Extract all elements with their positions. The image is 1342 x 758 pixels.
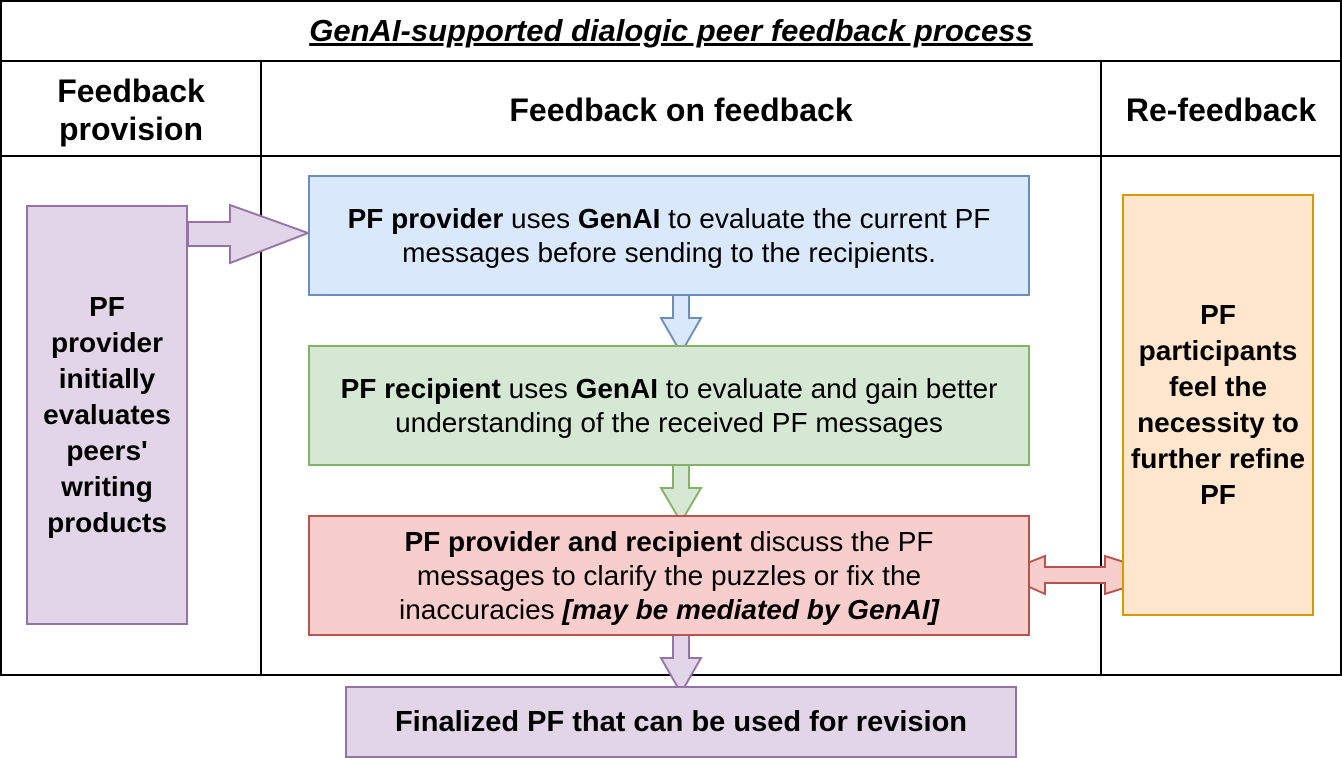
arrow-provider-to-recipient [659, 294, 703, 356]
column-divider-2 [1100, 60, 1102, 676]
recipient-evaluation-box: PF recipient uses GenAI to evaluate and … [308, 345, 1030, 466]
header-divider [0, 155, 1342, 157]
provider-evaluation-text: PF provider uses GenAI to evaluate the c… [320, 202, 1018, 270]
refeedback-text: PF participants feel the necessity to fu… [1130, 299, 1306, 510]
discussion-text: PF provider and recipient discuss the PF… [350, 525, 988, 627]
title-divider [0, 60, 1342, 62]
discussion-text-1: discuss the PF messages to clarify the p… [399, 525, 934, 625]
provider-text-2: to evaluate the current PF messages befo… [402, 202, 991, 268]
discussion-box: PF provider and recipient discuss the PF… [308, 515, 1030, 636]
border-top [0, 0, 1342, 2]
initial-evaluation-box: PF provider initially evaluates peers' w… [26, 205, 188, 625]
diagram-title: GenAI-supported dialogic peer feedback p… [309, 13, 1033, 48]
genai-label-2: GenAI [575, 372, 659, 404]
header-feedback-on-feedback: Feedback on feedback [509, 91, 853, 128]
recipient-label: PF recipient [340, 372, 501, 404]
provider-label: PF provider [347, 202, 504, 234]
header-re-feedback: Re-feedback [1125, 91, 1317, 128]
recipient-text-1: uses [500, 372, 576, 404]
initial-evaluation-text: PF provider initially evaluates peers' w… [43, 291, 171, 538]
finalized-pf-box: Finalized PF that can be used for revisi… [345, 686, 1017, 758]
provider-and-recipient-label: PF provider and recipient [404, 525, 743, 557]
arrow-discuss-to-final [659, 633, 703, 696]
finalized-pf-text: Finalized PF that can be used for revisi… [394, 706, 968, 738]
provider-text-1: uses [503, 202, 578, 234]
border-right [1340, 0, 1342, 676]
arrow-recipient-to-discuss [659, 464, 703, 524]
column-divider-1 [260, 60, 262, 676]
mediated-by-genai-note: [may be mediated by GenAI] [562, 593, 939, 625]
header-feedback-provision-text: Feedback provision [57, 72, 205, 147]
recipient-evaluation-text: PF recipient uses GenAI to evaluate and … [320, 372, 1018, 440]
recipient-text-2: to evaluate and gain better understandin… [395, 372, 998, 438]
arrow-provision-to-provider [187, 203, 311, 265]
header-feedback-provision: Feedback provision [2, 62, 260, 157]
border-left [0, 0, 2, 676]
genai-label-1: GenAI [577, 202, 661, 234]
refeedback-box: PF participants feel the necessity to fu… [1122, 194, 1314, 616]
provider-evaluation-box: PF provider uses GenAI to evaluate the c… [308, 175, 1030, 296]
